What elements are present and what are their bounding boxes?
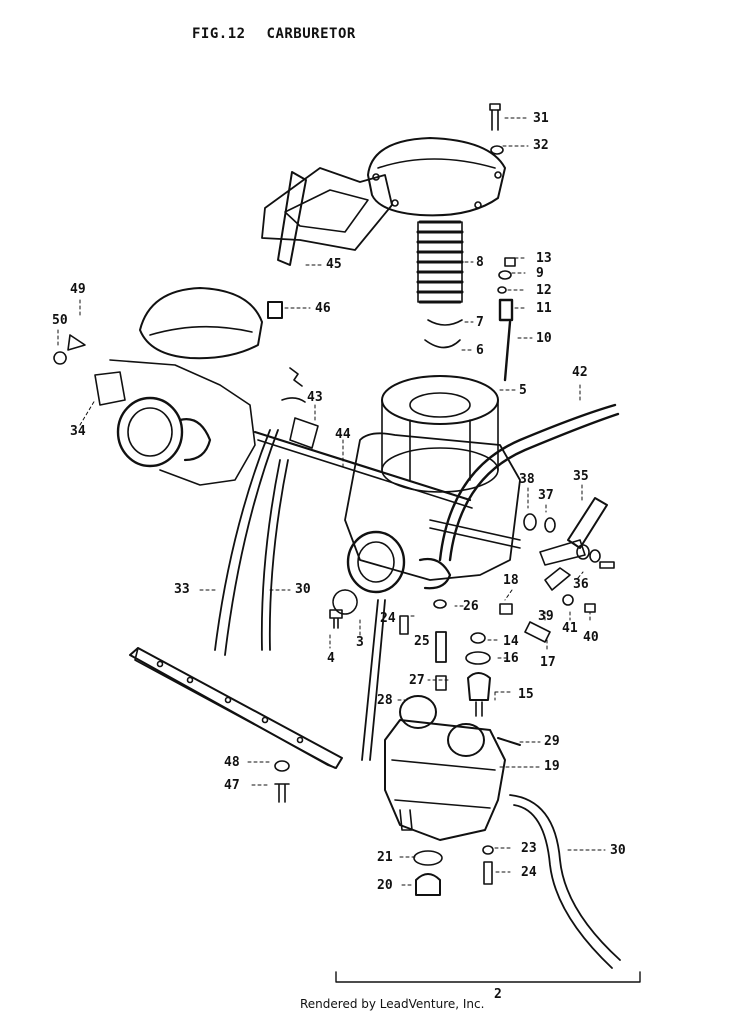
callout-6: 6 <box>476 343 484 358</box>
bottom-range-bracket <box>335 971 641 983</box>
callout-19: 19 <box>544 759 560 774</box>
callout-17: 17 <box>540 655 556 670</box>
callout-21: 21 <box>377 850 393 865</box>
callout-46: 46 <box>315 301 331 316</box>
callout-36: 36 <box>573 577 589 592</box>
right-carburetor-body <box>344 375 521 594</box>
callout-23: 23 <box>521 841 537 856</box>
choke-lever <box>523 497 615 613</box>
leader-lines <box>57 117 606 886</box>
top-cover-assembly <box>367 103 506 217</box>
figure-title: FIG.12 CARBURETOR <box>192 26 356 42</box>
callout-40: 40 <box>583 630 599 645</box>
figure-name: CARBURETOR <box>266 26 356 42</box>
callout-30-upper: 30 <box>295 582 311 597</box>
callout-9: 9 <box>536 266 544 281</box>
callout-12: 12 <box>536 283 552 298</box>
callout-18: 18 <box>503 573 519 588</box>
callout-20: 20 <box>377 878 393 893</box>
callout-27: 27 <box>409 673 425 688</box>
callout-25: 25 <box>414 634 430 649</box>
callout-3: 3 <box>356 635 364 650</box>
callout-10: 10 <box>536 331 552 346</box>
callout-4: 4 <box>327 651 335 666</box>
callout-15: 15 <box>518 687 534 702</box>
vent-hoses <box>214 429 386 761</box>
callout-8: 8 <box>476 255 484 270</box>
callout-16: 16 <box>503 651 519 666</box>
callout-29: 29 <box>544 734 560 749</box>
callout-45: 45 <box>326 257 342 272</box>
callout-31: 31 <box>533 111 549 126</box>
callout-49: 49 <box>70 282 86 297</box>
callout-48: 48 <box>224 755 240 770</box>
callout-24-lower: 24 <box>521 865 537 880</box>
callout-26: 26 <box>463 599 479 614</box>
callout-39: 39 <box>538 609 554 624</box>
callout-2: 2 <box>494 987 502 1002</box>
callout-14: 14 <box>503 634 519 649</box>
float-bowl <box>384 695 521 896</box>
callout-11: 11 <box>536 301 552 316</box>
callout-30-lower: 30 <box>610 843 626 858</box>
drain-hose <box>509 794 621 969</box>
footer-credit: Rendered by LeadVenture, Inc. <box>300 997 485 1011</box>
callout-7: 7 <box>476 315 484 330</box>
callout-35: 35 <box>573 469 589 484</box>
callout-38: 38 <box>519 472 535 487</box>
callout-41: 41 <box>562 621 578 636</box>
callout-34: 34 <box>70 424 86 439</box>
callout-5: 5 <box>519 383 527 398</box>
mounting-bracket <box>129 647 343 803</box>
hose-42 <box>438 403 620 562</box>
spring-and-needle <box>416 220 516 382</box>
callout-50: 50 <box>52 313 68 328</box>
throttle-shaft <box>253 397 473 509</box>
callout-28: 28 <box>377 693 393 708</box>
callout-44: 44 <box>335 427 351 442</box>
callout-32: 32 <box>533 138 549 153</box>
callout-13: 13 <box>536 251 552 266</box>
callout-42: 42 <box>572 365 588 380</box>
callout-24-upper: 24 <box>380 611 396 626</box>
callout-47: 47 <box>224 778 240 793</box>
callout-43: 43 <box>307 390 323 405</box>
top-plate-and-screw <box>261 167 393 319</box>
callout-37: 37 <box>538 488 554 503</box>
callout-33: 33 <box>174 582 190 597</box>
left-carburetor-body <box>53 287 303 486</box>
figure-number: FIG.12 <box>192 26 246 42</box>
